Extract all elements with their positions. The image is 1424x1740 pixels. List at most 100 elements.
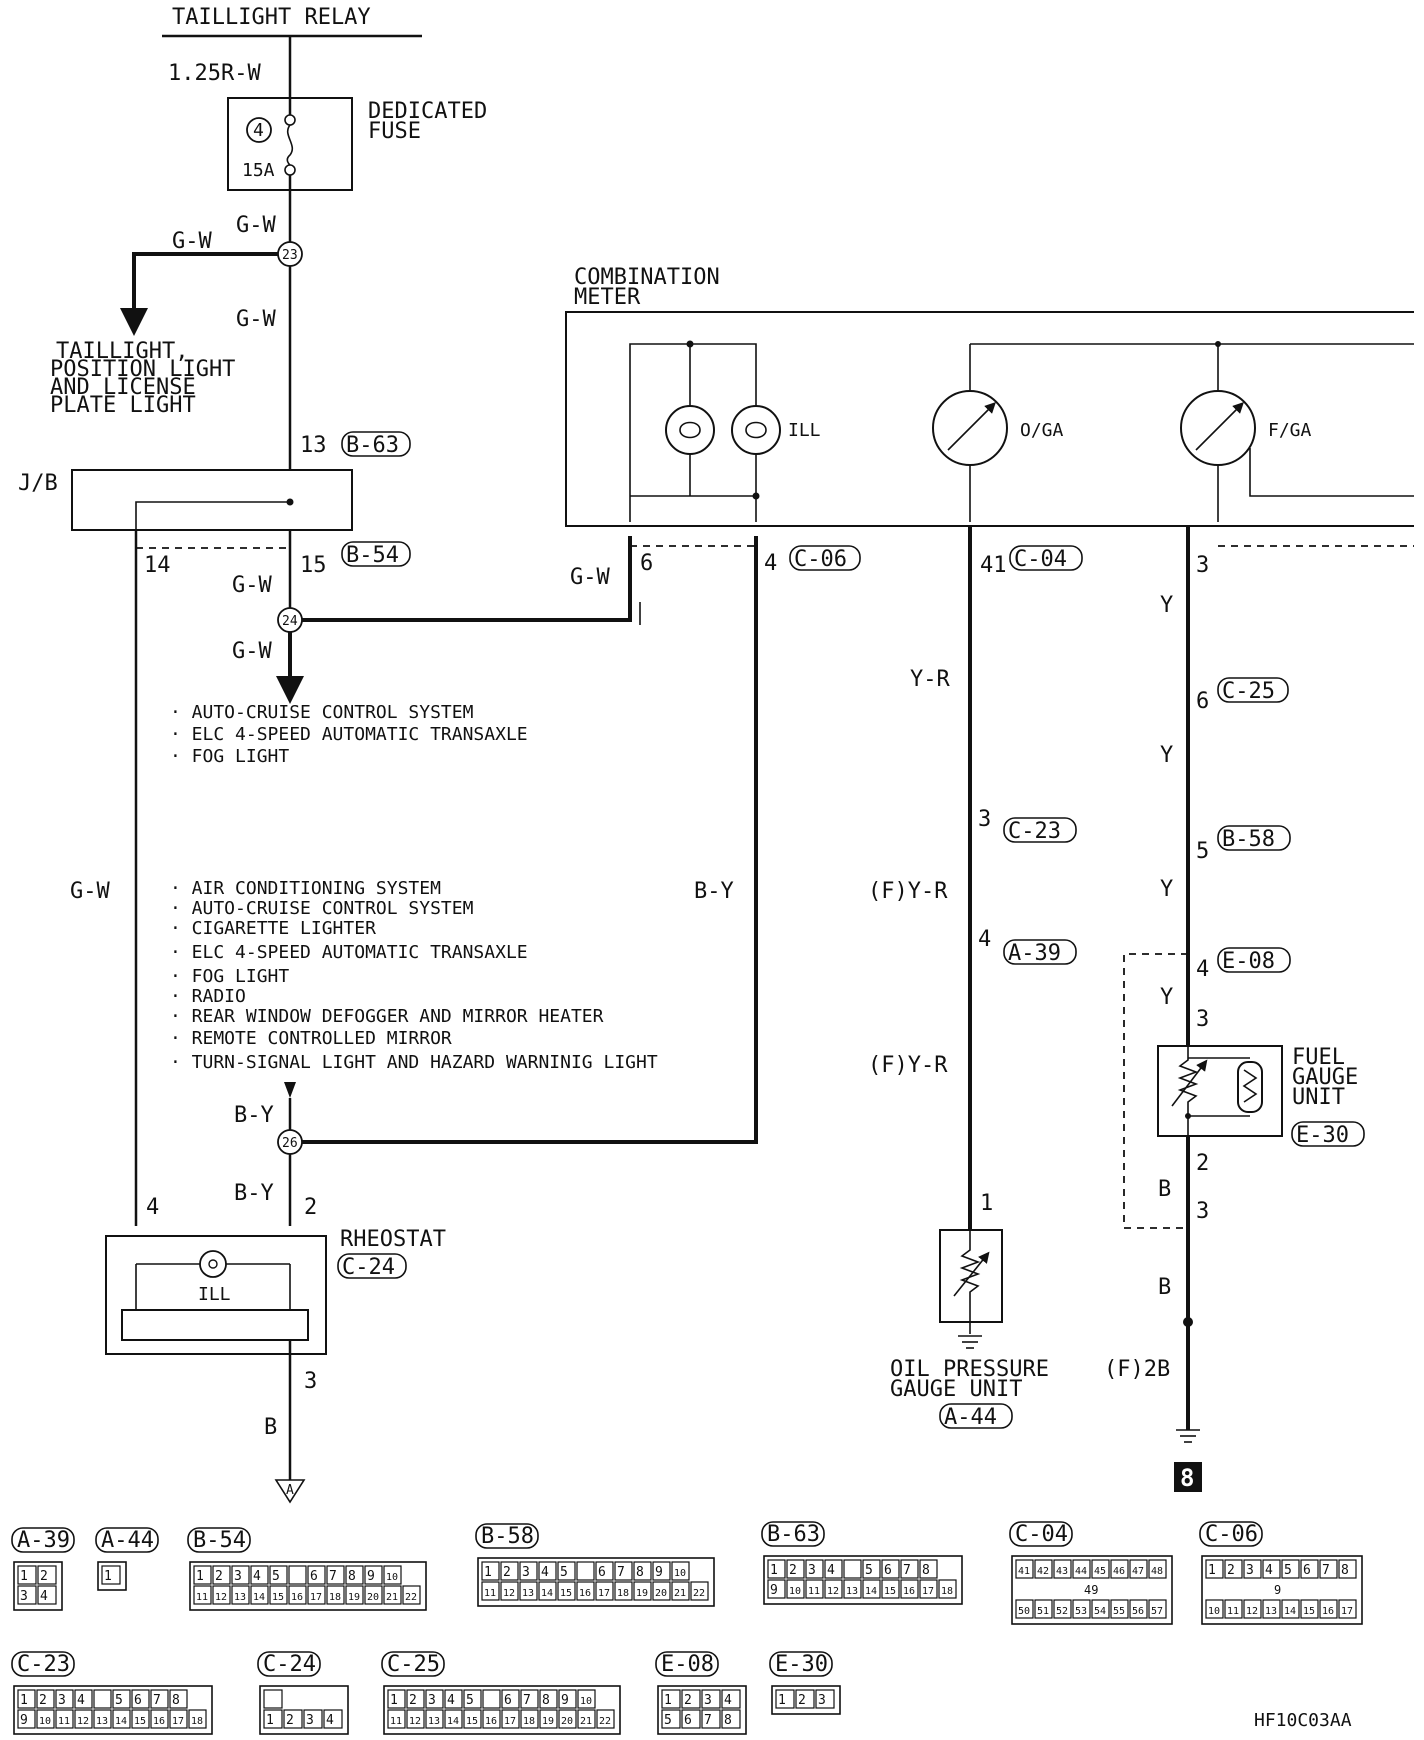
svg-text:9: 9	[561, 1693, 569, 1708]
svg-text:4: 4	[541, 1565, 549, 1580]
fuel-unit-line-2: GAUGE	[1292, 1065, 1358, 1090]
svg-text:2: 2	[798, 1693, 806, 1708]
svg-text:· AUTO-CRUISE CONTROL SYSTEM: · AUTO-CRUISE CONTROL SYSTEM	[170, 702, 474, 723]
pin-3-fuel: 3	[1196, 1007, 1209, 1032]
svg-text:3: 3	[522, 1565, 530, 1580]
svg-text:12: 12	[215, 1592, 227, 1603]
splice-24: 24	[277, 607, 303, 633]
svg-text:24: 24	[282, 614, 298, 629]
svg-text:9: 9	[367, 1569, 375, 1584]
wire-label-top: 1.25R-W	[168, 61, 261, 86]
svg-text:17: 17	[598, 1588, 610, 1599]
svg-text:14: 14	[1284, 1606, 1296, 1617]
wire-label: B-Y	[694, 879, 734, 904]
svg-text:2: 2	[503, 1565, 511, 1580]
svg-text:11: 11	[1227, 1606, 1239, 1617]
svg-text:6: 6	[134, 1693, 142, 1708]
wire-label: G-W	[232, 639, 272, 664]
svg-text:7: 7	[903, 1563, 911, 1578]
svg-text:54: 54	[1094, 1606, 1106, 1617]
svg-text:2: 2	[40, 1569, 48, 1584]
svg-text:17: 17	[1341, 1606, 1353, 1617]
svg-text:17: 17	[504, 1716, 516, 1727]
connector-b54: B-54	[346, 543, 399, 568]
svg-text:12: 12	[409, 1716, 421, 1727]
pin-3-fuel-b: 3	[1196, 1199, 1209, 1224]
svg-text:1: 1	[484, 1565, 492, 1580]
destination-list-1: · AUTO-CRUISE CONTROL SYSTEM · ELC 4-SPE…	[170, 702, 528, 767]
wire-label: (F)Y-R	[868, 1053, 948, 1078]
svg-text:19: 19	[636, 1588, 648, 1599]
svg-text:8: 8	[922, 1563, 930, 1578]
svg-text:12: 12	[503, 1588, 515, 1599]
ground-8: 8	[1174, 1429, 1202, 1492]
svg-text:13: 13	[846, 1586, 858, 1597]
svg-text:1: 1	[266, 1713, 274, 1728]
svg-text:22: 22	[693, 1588, 705, 1599]
svg-text:2: 2	[684, 1693, 692, 1708]
svg-text:16: 16	[291, 1592, 303, 1603]
svg-text:17: 17	[172, 1716, 184, 1727]
svg-text:11: 11	[58, 1716, 70, 1727]
svg-text:15: 15	[1303, 1606, 1315, 1617]
splice-23: 23	[277, 241, 303, 267]
svg-text:6: 6	[504, 1693, 512, 1708]
svg-text:3: 3	[808, 1563, 816, 1578]
svg-text:8: 8	[1180, 1464, 1194, 1492]
svg-text:19: 19	[542, 1716, 554, 1727]
svg-text:52: 52	[1056, 1606, 1068, 1617]
svg-text:1: 1	[20, 1693, 28, 1708]
svg-text:51: 51	[1037, 1606, 1049, 1617]
pin-3-rheo: 3	[304, 1369, 317, 1394]
svg-text:4: 4	[77, 1693, 85, 1708]
junction-block: J/B	[18, 469, 353, 549]
svg-text:47: 47	[1132, 1566, 1144, 1577]
meter-ill: ILL	[788, 420, 821, 441]
svg-text:18: 18	[617, 1588, 629, 1599]
svg-text:15: 15	[466, 1716, 478, 1727]
connector-c06: C-06	[794, 547, 847, 572]
svg-text:6: 6	[310, 1569, 318, 1584]
svg-text:7: 7	[617, 1565, 625, 1580]
svg-text:1: 1	[1208, 1563, 1216, 1578]
rheostat-ill: ILL	[198, 1284, 231, 1305]
svg-text:1: 1	[770, 1563, 778, 1578]
svg-text:49: 49	[1084, 1583, 1098, 1597]
fuse-rating: 15A	[242, 160, 275, 181]
svg-text:· RADIO: · RADIO	[170, 986, 246, 1007]
svg-text:3: 3	[234, 1569, 242, 1584]
svg-text:14: 14	[115, 1716, 127, 1727]
svg-text:4: 4	[724, 1693, 732, 1708]
wire-label: Y	[1160, 877, 1173, 902]
svg-text:9: 9	[20, 1713, 28, 1728]
svg-text:· FOG LIGHT: · FOG LIGHT	[170, 746, 289, 767]
wire-label-b: B	[1158, 1275, 1171, 1300]
pin-6-c25: 6	[1196, 689, 1209, 714]
svg-text:8: 8	[724, 1713, 732, 1728]
svg-text:46: 46	[1113, 1566, 1125, 1577]
pin-41: 41	[980, 553, 1007, 578]
svg-text:15: 15	[134, 1716, 146, 1727]
svg-text:21: 21	[580, 1716, 592, 1727]
svg-text:9: 9	[1274, 1583, 1281, 1597]
svg-text:13: 13	[234, 1592, 246, 1603]
wire-label: G-W	[236, 307, 276, 332]
svg-text:· FOG LIGHT: · FOG LIGHT	[170, 966, 289, 987]
fuel-gauge-unit	[1157, 1045, 1283, 1137]
svg-text:1: 1	[196, 1569, 204, 1584]
svg-text:7: 7	[1322, 1563, 1330, 1578]
svg-text:20: 20	[655, 1588, 667, 1599]
pin-3-meter: 3	[1196, 553, 1209, 578]
svg-text:C-06: C-06	[1205, 1522, 1258, 1547]
svg-text:14: 14	[447, 1716, 459, 1727]
taillight-destination: TAILLIGHT, POSITION LIGHT AND LICENSE PL…	[50, 339, 235, 418]
connector-a39: A-39	[1008, 941, 1061, 966]
svg-text:1: 1	[664, 1693, 672, 1708]
taillight-line-1: TAILLIGHT,	[56, 339, 188, 364]
connector-c25: C-25	[1222, 679, 1275, 704]
